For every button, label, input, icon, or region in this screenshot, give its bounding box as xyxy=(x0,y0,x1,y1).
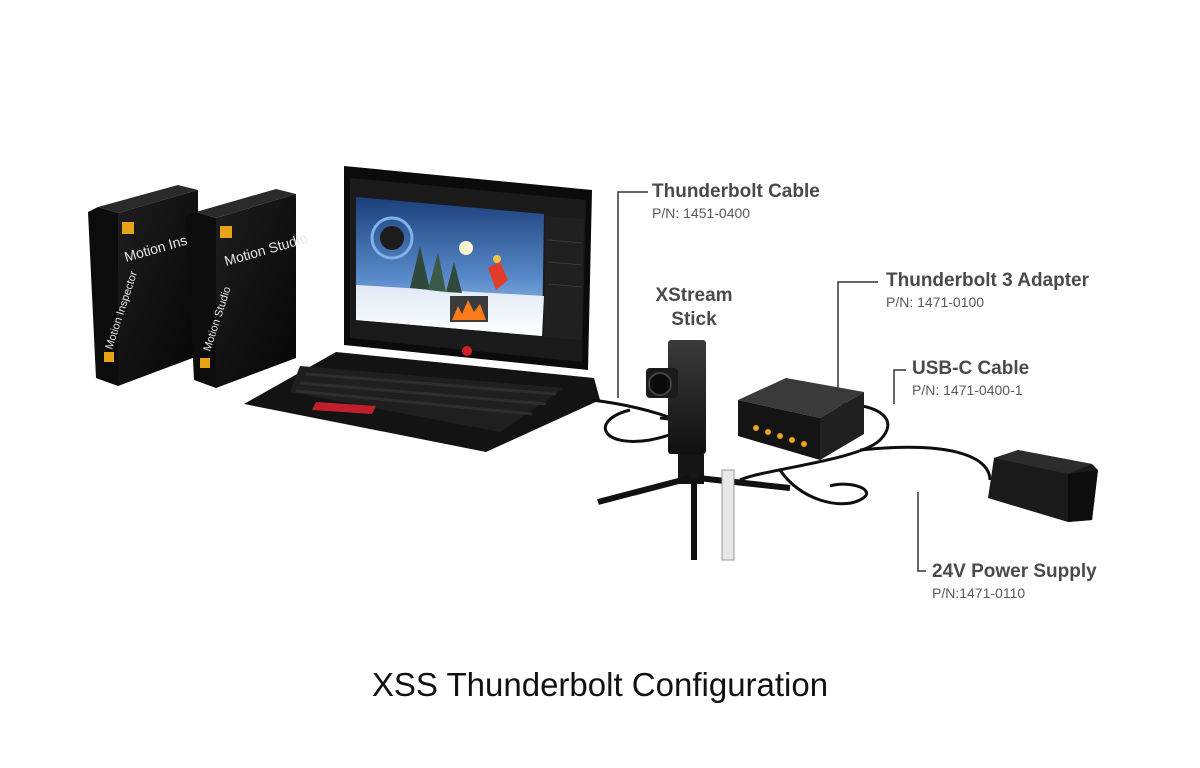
xstream-stick-label: XStream Stick xyxy=(648,284,740,332)
component-name: 24V Power Supply xyxy=(932,562,1097,581)
laptop xyxy=(244,166,600,452)
logo-mark xyxy=(220,226,232,238)
component-name: Thunderbolt 3 Adapter xyxy=(886,271,1089,290)
component-name: USB-C Cable xyxy=(912,359,1029,378)
part-number: P/N: 1471-0400-1 xyxy=(912,383,1029,397)
power-supply-callout: 24V Power Supply P/N:1471-0110 xyxy=(932,562,1097,600)
record-icon xyxy=(462,346,472,356)
lens-icon xyxy=(649,373,671,395)
tb3-adapter-callout: Thunderbolt 3 Adapter P/N: 1471-0100 xyxy=(886,271,1089,309)
power-supply-device xyxy=(988,450,1098,522)
usbc-cable-callout: USB-C Cable P/N: 1471-0400-1 xyxy=(912,359,1029,397)
logo-mark xyxy=(122,222,134,234)
part-number: P/N: 1451-0400 xyxy=(652,206,820,220)
stick-label-line1: XStream xyxy=(648,284,740,308)
diagram-caption: XSS Thunderbolt Configuration xyxy=(0,666,1200,704)
video-preview xyxy=(356,197,544,336)
stick-label-line2: Stick xyxy=(648,308,740,332)
motion-studio-box: Motion Studio Motion Studio xyxy=(186,189,309,388)
thunderbolt-cable-callout: Thunderbolt Cable P/N: 1451-0400 xyxy=(652,182,820,220)
thunderbolt-adapter-device xyxy=(738,378,864,460)
part-number: P/N:1471-0110 xyxy=(932,586,1097,600)
component-name: Thunderbolt Cable xyxy=(652,182,820,201)
xstream-stick xyxy=(598,340,790,560)
part-number: P/N: 1471-0100 xyxy=(886,295,1089,309)
